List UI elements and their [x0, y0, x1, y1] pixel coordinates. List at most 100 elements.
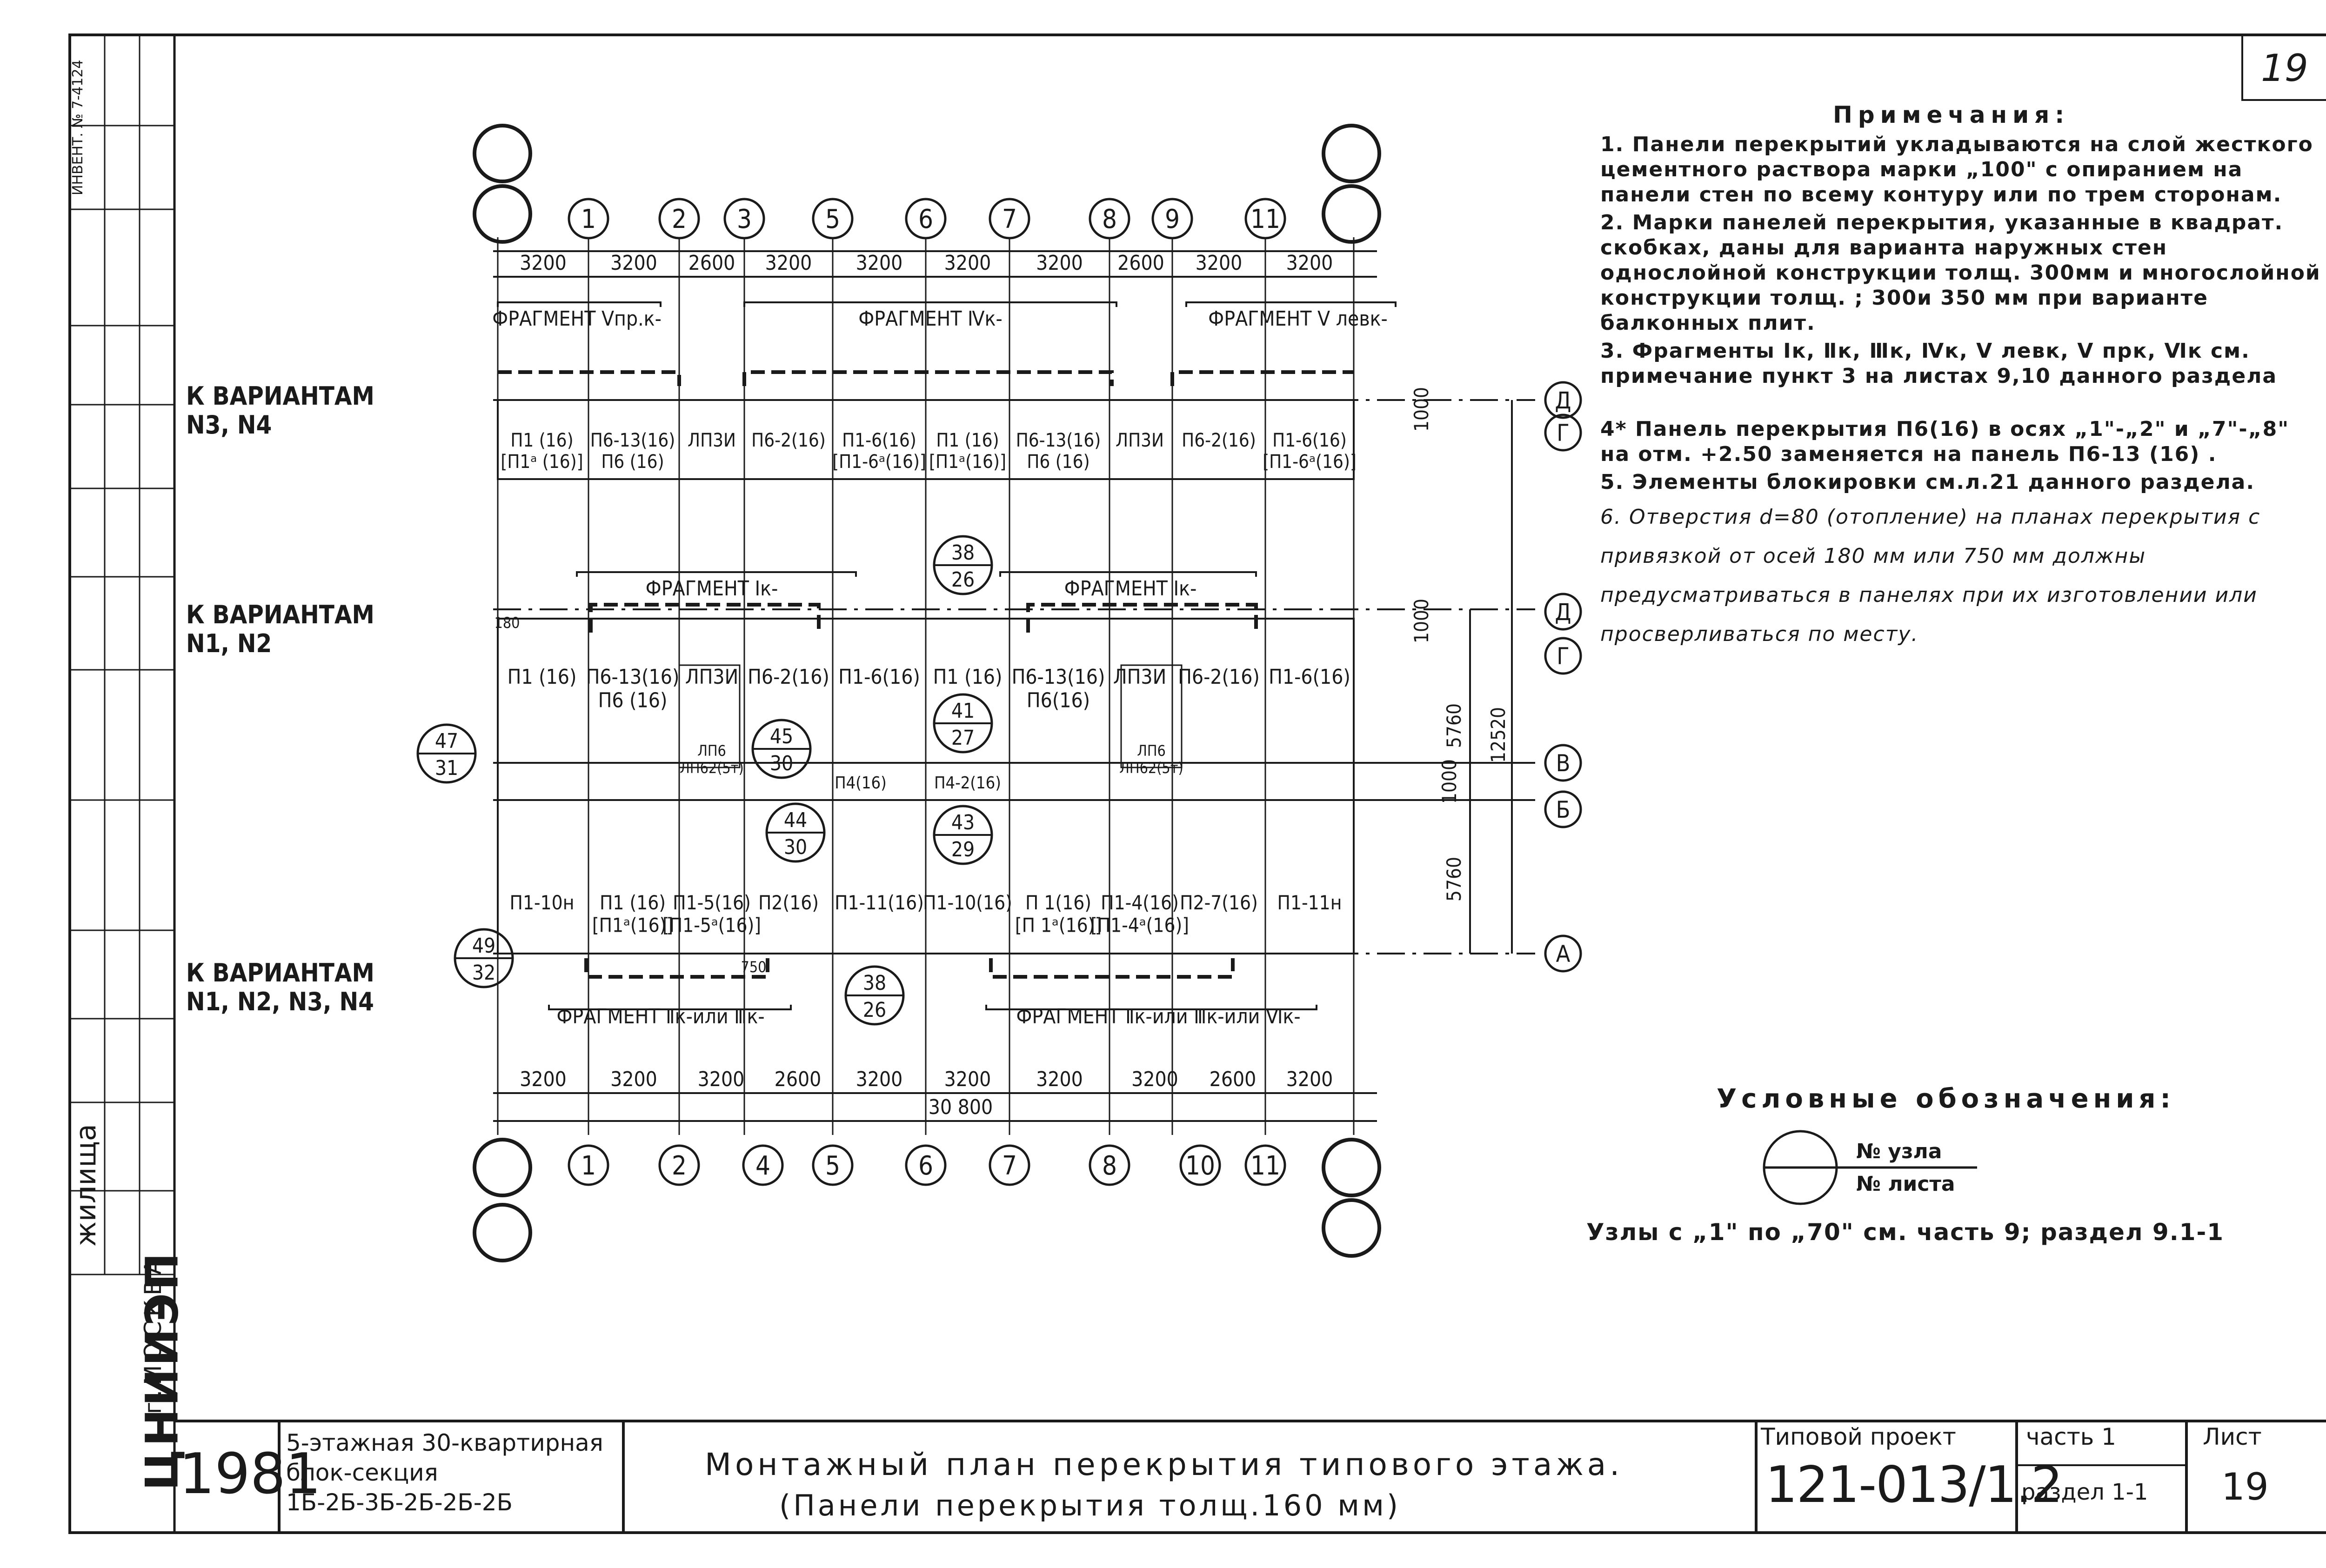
axis-corner-bubble [473, 124, 532, 183]
panel-label: П2(16) [758, 891, 819, 914]
axis-label-top: 8 [1102, 204, 1117, 234]
axis-label-bottom: 4 [755, 1151, 770, 1181]
note-item: 1. Панели перекрытий укладываются на сло… [1600, 133, 2313, 207]
panel-label: П6-2(16) [751, 430, 826, 451]
axis-bubble-top [812, 198, 854, 240]
axis-label-top: 11 [1250, 204, 1280, 234]
stair-label: ЛП62(5т) [1119, 759, 1183, 777]
node-sheet: 31 [435, 756, 458, 780]
note-item: 2. Марки панелей перекрытия, указанные в… [1600, 211, 2321, 335]
dim-bottom-value: 3200 [1036, 1068, 1083, 1091]
legend-block: Условные обозначения: № узла № листа Узл… [1582, 1084, 2307, 1246]
sheet-label: Лист [2203, 1423, 2262, 1450]
offset-dim: 180 [495, 614, 520, 632]
offset-dim: 750 [741, 958, 767, 976]
axis-corner-bubble [1322, 124, 1381, 183]
panel-label: ЛП3И [1113, 665, 1166, 689]
panel-label: П1-5(16) [673, 891, 751, 914]
axis-corner-bubble [1322, 1198, 1381, 1258]
node-sheet: 29 [951, 838, 975, 861]
project-number: 121-013/1.2 [1765, 1456, 2063, 1514]
fragment-label: ФРАГМЕНТ Ⅳк- [858, 307, 1003, 331]
fragment-label: ФРАГМЕНТ Ⅴпр.к- [492, 307, 662, 331]
axis-label-bottom: 1 [581, 1151, 596, 1181]
dim-bottom-value: 3200 [1131, 1068, 1178, 1091]
node-number: 44 [784, 808, 807, 832]
panel-label: [П1ᵃ(16)] [592, 914, 673, 936]
dim-top-value: 3200 [765, 251, 812, 275]
axis-label-bottom: 7 [1002, 1151, 1017, 1181]
variant-label-all: N1, N2, N3, N4 [186, 987, 374, 1016]
dim-bottom-value: 3200 [1286, 1068, 1333, 1091]
dim-top-value: 3200 [944, 251, 991, 275]
stamp-city: г.МОСКВА [140, 1254, 167, 1414]
panel-label: П1 (16) [600, 891, 666, 914]
panel-label: П1-6(16) [1269, 665, 1350, 689]
legend-reference: Узлы с „1" по „70" см. часть 9; раздел 9… [1586, 1219, 2225, 1246]
panel-label: П1 (16) [933, 665, 1003, 689]
row-axis-label: В [1556, 750, 1571, 777]
dim-top-value: 2600 [1117, 251, 1164, 275]
part-label: часть 1 [2026, 1423, 2116, 1450]
stair-label: ЛП62(5т) [680, 759, 743, 777]
fragment-label: ФРАГМЕНТ Ⅴ левк- [1208, 307, 1388, 331]
note-item: 3. Фрагменты Ⅰк, Ⅱк, Ⅲк, Ⅳк, Ⅴ левк, Ⅴ п… [1600, 339, 2278, 388]
note-item: 4* Панель перекрытия П6(16) в осях „1"-„… [1600, 417, 2290, 466]
row-axis-bubble [1544, 593, 1582, 631]
vertical-dim: 1000 [1438, 759, 1461, 804]
axis-corner-bubble [1322, 1138, 1381, 1197]
vertical-dim: 12520 [1487, 707, 1510, 763]
axis-label-top: 3 [737, 204, 752, 234]
axis-bubble-top [989, 198, 1030, 240]
row-axis-bubble [1544, 790, 1582, 828]
dim-total: 30 800 [929, 1095, 993, 1119]
notes-block: Примечания: 1. Панели перекрытий укладыв… [1600, 102, 2326, 657]
variant-label-1-2: К ВАРИАНТАМ [186, 600, 374, 629]
panel-label: П1-11(16) [835, 891, 924, 914]
vertical-dim: 1000 [1410, 387, 1433, 432]
axis-bubble-bottom [989, 1144, 1030, 1186]
panel-label: [П1ᵃ (16)] [501, 451, 583, 473]
panel-label: П1 (16) [936, 430, 999, 451]
variant-label-all: К ВАРИАНТАМ [186, 958, 374, 988]
panel-label-small: П4(16) [835, 774, 886, 793]
title-block: 1981 5-этажная 30-квартирная блок-секция… [174, 1419, 2314, 1535]
row-axis-bubble [1544, 637, 1582, 675]
node-sheet: 30 [784, 835, 807, 859]
panel-label: П6-13(16) [586, 665, 680, 689]
node-sheet: 32 [472, 961, 495, 985]
title-main: Монтажный план перекрытия типового этажа… [705, 1447, 1624, 1482]
panel-label: П1-6(16) [838, 665, 920, 689]
title-year: 1981 [179, 1442, 321, 1507]
axis-label-top: 5 [825, 204, 840, 234]
fragment-label: ФРАГМЕНТ Ⅰк- [646, 577, 778, 601]
axis-corner-bubble [473, 1203, 532, 1262]
project-label: Типовой проект [1761, 1423, 1956, 1450]
dim-bottom-value: 2600 [775, 1068, 822, 1091]
axis-label-bottom: 2 [672, 1151, 687, 1181]
legend-symbol [1763, 1130, 1977, 1205]
row-axis-bubble [1544, 414, 1582, 452]
axis-label-bottom: 5 [825, 1151, 840, 1181]
row-axis-label: Д [1555, 599, 1571, 626]
node-sheet: 27 [951, 726, 975, 750]
node-number: 47 [435, 729, 458, 753]
dim-top-value: 3200 [610, 251, 657, 275]
axis-bubble-top [1089, 198, 1130, 240]
panel-label: П1-6(16) [1272, 430, 1347, 451]
node-number: 38 [863, 971, 886, 995]
axis-bubble-bottom [658, 1144, 700, 1186]
dim-bottom-value: 3200 [944, 1068, 991, 1091]
section-label: раздел 1-1 [2021, 1479, 2148, 1505]
dim-top-value: 3200 [856, 251, 903, 275]
stamp-inventory: ИНВЕНТ. № 7-4124 [70, 60, 86, 196]
panel-label: П1 (16) [510, 430, 573, 451]
panel-label: П1 (16) [508, 665, 577, 689]
fragment-label: ФРАГМЕНТ Ⅰк- [1064, 577, 1197, 601]
panel-label: П 1(16) [1025, 891, 1091, 914]
legend-sheet-no: № листа [1856, 1172, 1955, 1196]
panel-label: П6(16) [1027, 689, 1090, 713]
axis-label-bottom: 6 [918, 1151, 933, 1181]
axis-label-bottom: 11 [1250, 1151, 1280, 1181]
